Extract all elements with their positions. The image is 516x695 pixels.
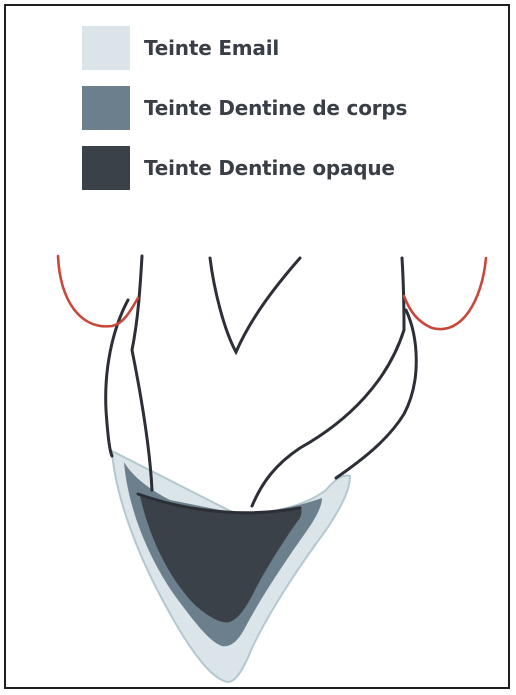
tooth-outline bbox=[106, 256, 417, 513]
right-root-outline bbox=[252, 258, 404, 506]
central-notch-outline bbox=[210, 258, 300, 352]
left-root-outline bbox=[132, 256, 152, 490]
gingiva-right bbox=[404, 258, 486, 329]
right-outer-outline bbox=[336, 310, 416, 478]
gingiva-left bbox=[58, 256, 138, 326]
